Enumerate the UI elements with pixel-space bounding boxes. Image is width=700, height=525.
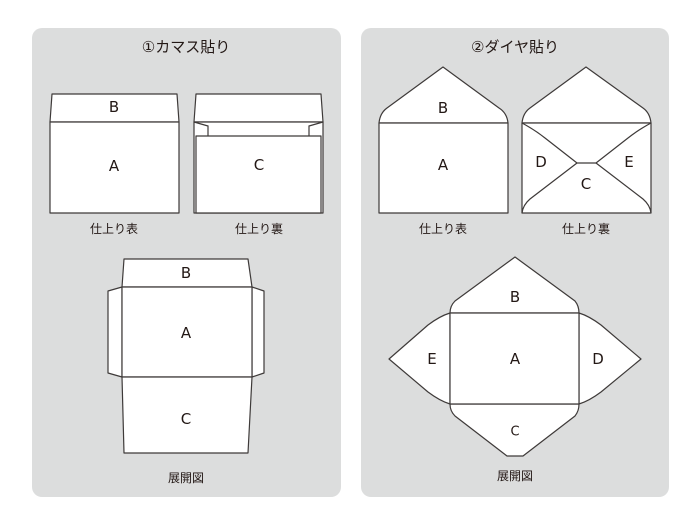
dev-body-a [121, 286, 253, 378]
flap-open [521, 66, 652, 124]
panel-diamond: ②ダイヤ貼り B A 仕上り表 D E C 仕上り裏 B E A [361, 28, 669, 497]
kamasu-front-view: B A 仕上り表 [49, 93, 180, 236]
dev-label-a: A [181, 324, 192, 342]
caption-front: 仕上り表 [90, 222, 138, 236]
kamasu-back-view: C 仕上り裏 [193, 93, 324, 236]
dev-flap-d [578, 312, 642, 405]
diamond-back-view: D E C 仕上り裏 [521, 66, 652, 236]
caption-back: 仕上り裏 [562, 221, 610, 236]
dev-flap-e [388, 312, 451, 405]
label-b: B [109, 98, 119, 116]
diamond-development: B E A D C 展開図 [388, 256, 642, 483]
dev-label-a: A [510, 350, 521, 368]
label-b: B [438, 99, 448, 117]
label-a: A [438, 156, 449, 174]
dev-tab-left [107, 286, 123, 378]
dev-tab-right [251, 286, 265, 378]
side-flaps-de [521, 122, 652, 164]
dev-label-e: E [427, 350, 436, 368]
panel-title: ②ダイヤ貼り [471, 38, 559, 56]
body-back [521, 122, 652, 214]
dev-body-a [449, 312, 580, 405]
dev-label-d: D [592, 350, 604, 368]
label-d: D [535, 153, 547, 171]
body-a [49, 121, 180, 214]
dev-flap-c [449, 403, 580, 457]
dev-label-c: C [510, 425, 519, 440]
dev-flap-b [449, 256, 580, 314]
caption-front: 仕上り表 [419, 222, 467, 236]
flap-b [378, 66, 509, 124]
kamasu-development: B A C 展開図 [107, 258, 265, 485]
dev-flap-c [121, 376, 253, 454]
dev-label-b: B [510, 288, 520, 306]
dev-label-c: C [181, 410, 191, 428]
flap-c [195, 135, 322, 214]
body-a [378, 122, 509, 214]
label-a: A [109, 157, 120, 175]
bottom-flap-c [521, 162, 652, 214]
caption-development: 展開図 [168, 471, 204, 485]
label-c: C [581, 175, 591, 193]
panel-title: ①カマス貼り [142, 38, 230, 56]
caption-back: 仕上り裏 [235, 221, 283, 236]
caption-development: 展開図 [497, 469, 533, 483]
label-e: E [624, 153, 633, 171]
label-c: C [254, 156, 264, 174]
diamond-front-view: B A 仕上り表 [378, 66, 509, 236]
panel-kamasu: ①カマス貼り B A 仕上り表 C 仕上り裏 B A C 展開図 [32, 28, 341, 497]
flap-open [193, 93, 324, 123]
dev-label-b: B [181, 264, 191, 282]
side-tabs [193, 121, 324, 136]
